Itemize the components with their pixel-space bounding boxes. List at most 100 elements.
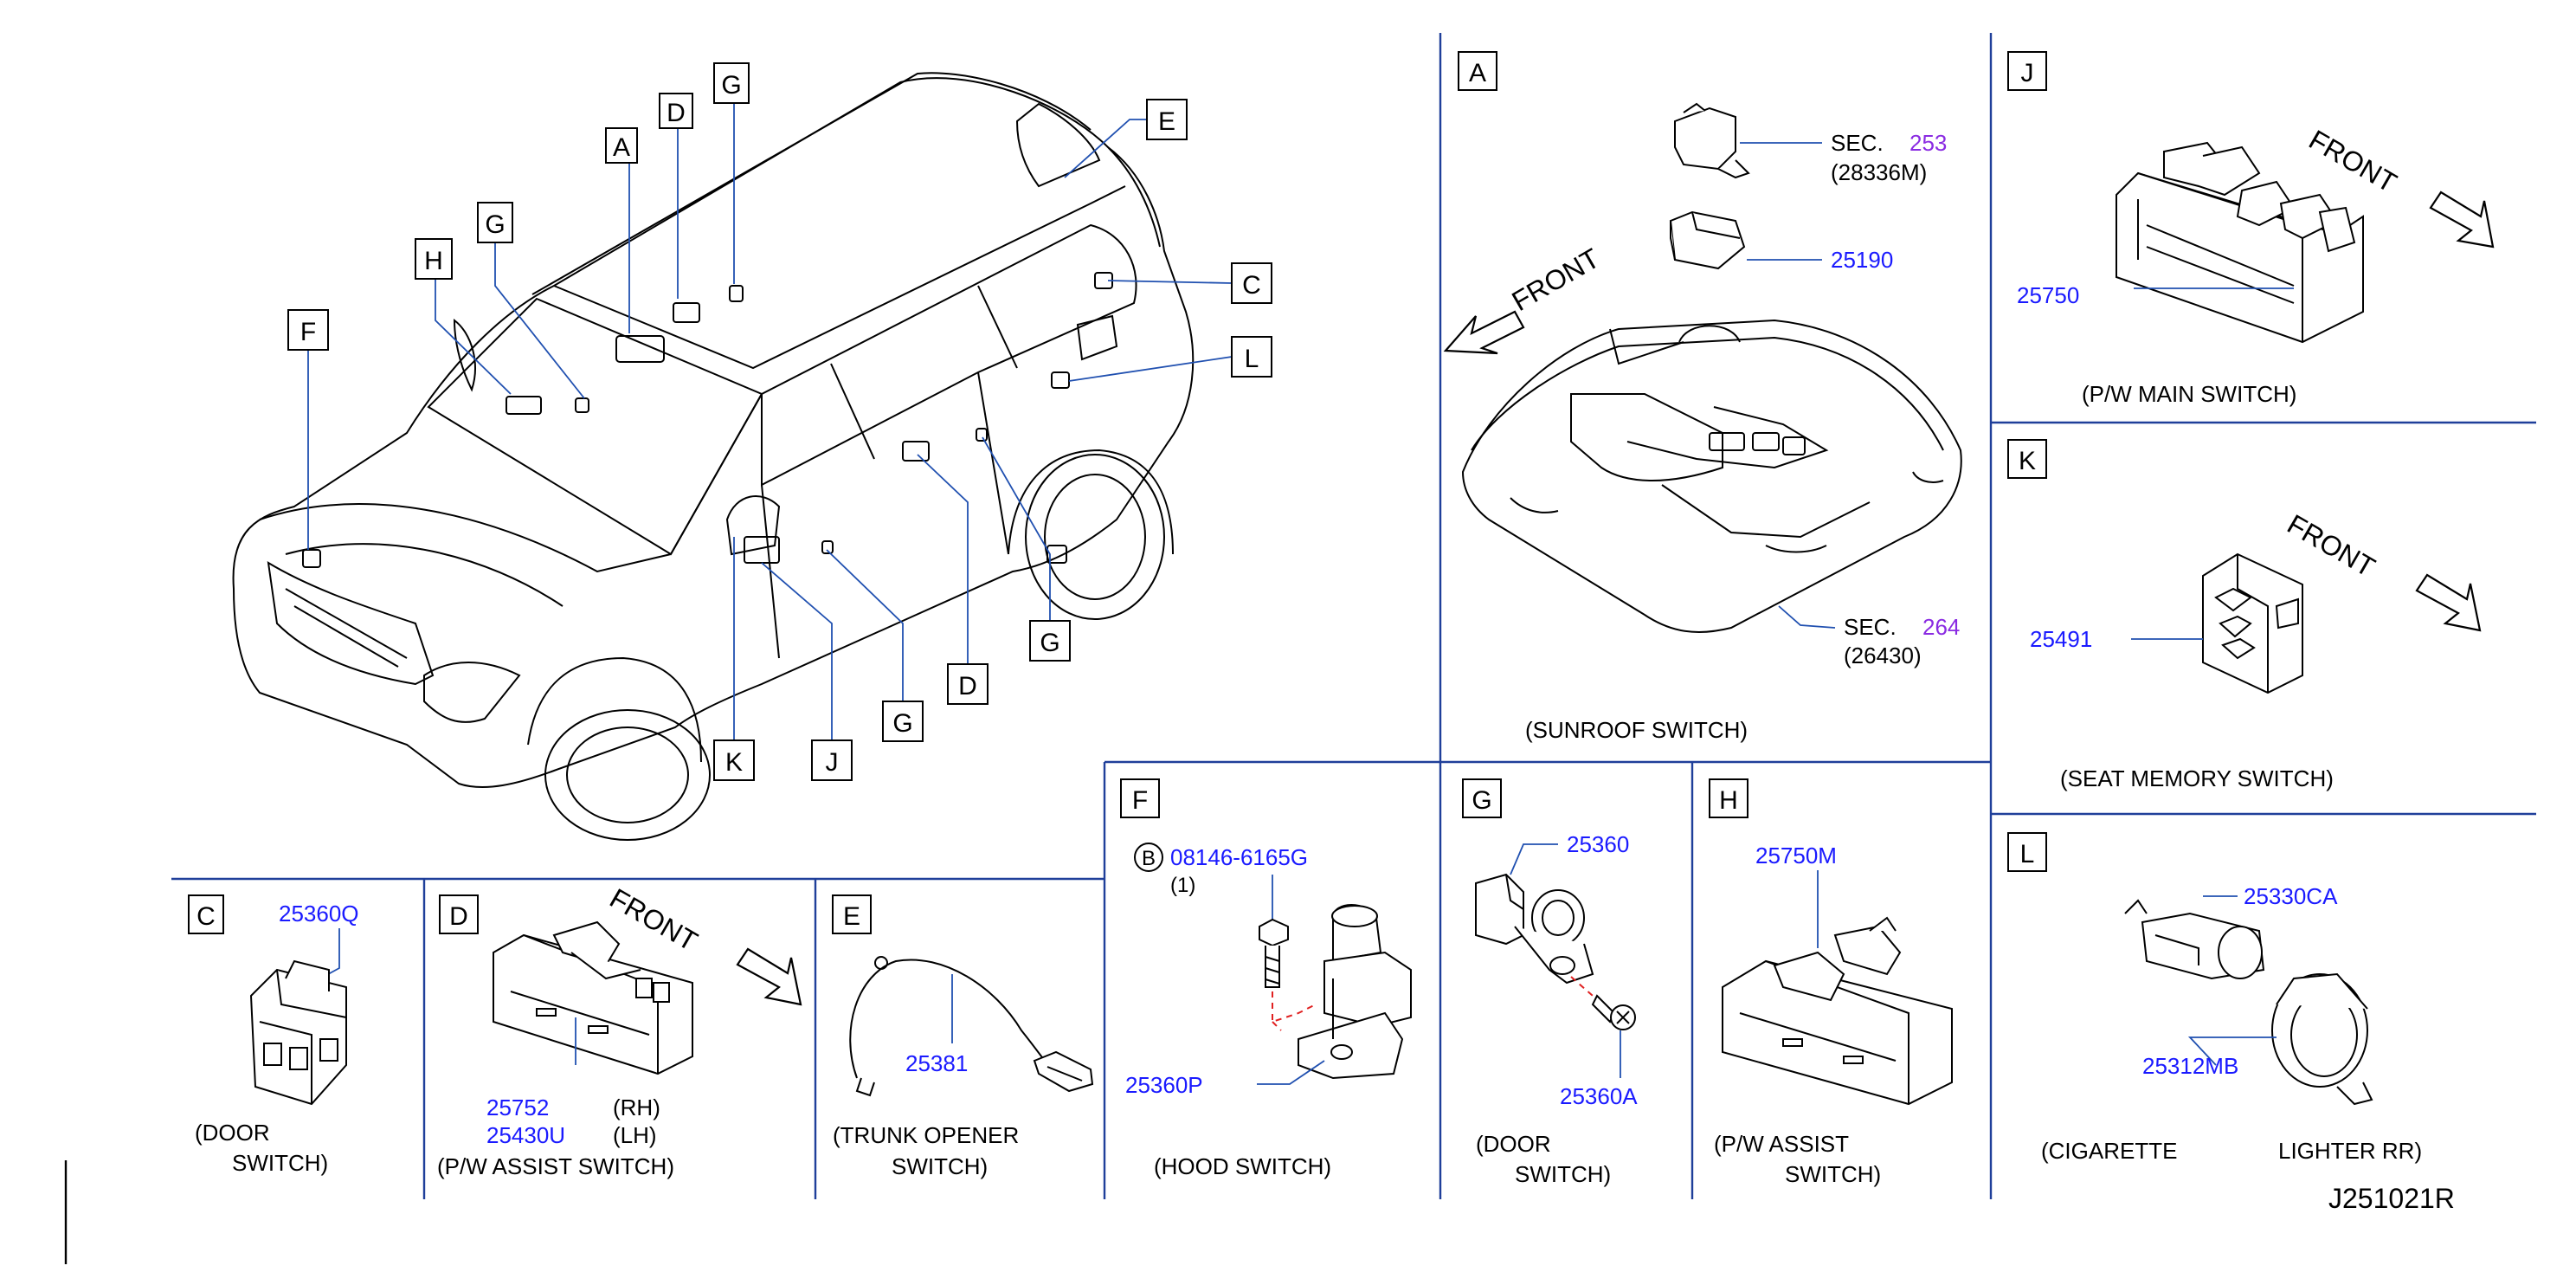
callout-box-g: G: [713, 62, 750, 104]
callout-box-g: G: [1029, 620, 1071, 662]
panel-caption: (TRUNK OPENER: [833, 1122, 1019, 1148]
panel-letter: K: [2019, 447, 2036, 475]
sunroof-connector-part: [1674, 102, 1750, 179]
sec-reference: (28336M): [1831, 159, 1927, 185]
front-arrow-icon: [736, 947, 802, 1006]
callout-label: D: [667, 99, 686, 127]
main-switch-part: [2116, 141, 2364, 344]
callout-label: G: [892, 709, 912, 738]
front-label: FRONT: [1507, 242, 1605, 317]
callout-box-h: H: [415, 238, 453, 280]
callout-box-l: L: [1231, 336, 1272, 378]
callout-label: F: [300, 318, 316, 346]
part-number-25360q[interactable]: 25360Q: [279, 901, 359, 927]
part-number-25360p[interactable]: 25360P: [1125, 1072, 1203, 1098]
overview-leaders: [307, 104, 1233, 753]
sec-number[interactable]: 264: [1922, 614, 1960, 640]
part-number-25330ca[interactable]: 25330CA: [2244, 883, 2338, 909]
sec-label: SEC.: [1831, 130, 1884, 156]
part-number-08146-6165g[interactable]: 08146-6165G: [1170, 844, 1308, 870]
vehicle-illustration: [232, 72, 1195, 841]
part-number-25491[interactable]: 25491: [2030, 626, 2092, 652]
part-number-25360a[interactable]: 25360A: [1560, 1083, 1638, 1109]
callout-label: A: [613, 133, 630, 162]
callout-label: K: [725, 748, 743, 777]
part-number-25360[interactable]: 25360: [1567, 831, 1629, 857]
panel-caption: (DOOR: [1476, 1131, 1551, 1157]
overview-callouts: A D G G H F E C L G D G K J: [287, 62, 1272, 781]
callout-label: G: [485, 210, 505, 239]
part-number-25752[interactable]: 25752: [486, 1095, 549, 1120]
callout-label: L: [1245, 345, 1259, 373]
panel-e: E 25381 (TRUNK OPENER SWITCH): [832, 894, 1094, 1179]
diagram-code: J251021R: [2328, 1183, 2455, 1214]
panel-letter: G: [1472, 786, 1491, 815]
callout-label: J: [826, 748, 839, 777]
front-label: FRONT: [605, 882, 703, 957]
callout-box-j: J: [811, 739, 853, 781]
panel-a: A SEC. 253 (28336M) 25190 FRONT: [1443, 51, 1962, 743]
callout-label: G: [1040, 629, 1059, 657]
panel-caption: (P/W ASSIST: [1714, 1131, 1849, 1157]
trunk-opener-part: [849, 956, 1094, 1097]
callout-box-d: D: [947, 663, 989, 705]
part-number-25430u[interactable]: 25430U: [486, 1122, 565, 1148]
panel-l: L 25330CA 25312MB (CIGARETTE LIGHTER RR): [2007, 832, 2422, 1164]
callout-label: D: [958, 672, 977, 701]
panel-d: D FRONT 25752 (RH) 25430U (LH) (P/W ASSI…: [437, 882, 802, 1179]
lighter-socket-part: [2271, 972, 2373, 1106]
sec-reference: (26430): [1844, 642, 1922, 668]
assist-switch-h-part: [1722, 916, 1953, 1106]
part-number-25750[interactable]: 25750: [2017, 282, 2079, 308]
panel-caption: SWITCH): [232, 1150, 328, 1176]
hood-bolt-part: [1259, 918, 1289, 988]
bolt-badge-letter: B: [1142, 847, 1156, 870]
callout-box-g: G: [477, 202, 513, 243]
overhead-console-part: [1461, 319, 1962, 633]
panel-caption: LIGHTER RR): [2278, 1138, 2422, 1164]
panel-caption: (P/W ASSIST SWITCH): [437, 1153, 674, 1179]
panel-c: C 25360Q (DOOR SWITCH): [188, 894, 359, 1176]
part-number-25190[interactable]: 25190: [1831, 247, 1893, 273]
door-switch-g-part: [1475, 873, 1594, 985]
callout-label: G: [721, 71, 741, 100]
callout-box-c: C: [1231, 262, 1272, 304]
panel-g: G 25360 25360A (DOOR SWITCH): [1462, 778, 1638, 1187]
front-arrow-icon: [2429, 190, 2495, 249]
callout-box-g: G: [882, 701, 924, 742]
panel-letter: L: [2020, 840, 2035, 869]
panel-h: H 25750M (P/W ASSIST SWITCH): [1709, 778, 1953, 1187]
front-arrow-icon: [1443, 310, 1525, 355]
panel-caption: SWITCH): [1785, 1161, 1881, 1187]
part-number-25750m[interactable]: 25750M: [1755, 843, 1837, 869]
panel-letter: A: [1469, 59, 1486, 87]
sunroof-switch-part: [1669, 210, 1746, 270]
part-number-25381[interactable]: 25381: [905, 1050, 968, 1076]
panel-j: J 25750 FRONT (P/W MAIN SWITCH): [2007, 51, 2495, 407]
front-label: FRONT: [2283, 508, 2380, 583]
callout-box-a: A: [605, 127, 638, 164]
part-number-25312mb[interactable]: 25312MB: [2142, 1053, 2238, 1079]
panel-caption: SWITCH): [1515, 1161, 1611, 1187]
callout-label: E: [1158, 107, 1175, 136]
door-switch-c-part: [249, 959, 347, 1106]
panel-caption: (CIGARETTE: [2041, 1138, 2177, 1164]
side-label: (LH): [613, 1122, 657, 1148]
panel-letter: D: [449, 902, 468, 931]
callout-label: H: [424, 247, 443, 275]
panel-caption: (P/W MAIN SWITCH): [2082, 381, 2296, 407]
callout-box-f: F: [287, 309, 329, 351]
sec-number[interactable]: 253: [1909, 130, 1947, 156]
side-label: (RH): [613, 1095, 660, 1120]
hood-switch-part: [1298, 904, 1412, 1080]
callout-box-k: K: [713, 739, 755, 781]
panel-letter: E: [843, 902, 860, 931]
front-label: FRONT: [2304, 124, 2402, 198]
panel-caption: (SEAT MEMORY SWITCH): [2060, 765, 2334, 791]
seat-memory-switch-part: [2202, 552, 2303, 694]
panel-letter: F: [1132, 786, 1148, 815]
panel-k: K 25491 FRONT (SEAT MEMORY SWITCH): [2007, 439, 2482, 791]
bolt-badge-icon: [1134, 843, 1163, 872]
